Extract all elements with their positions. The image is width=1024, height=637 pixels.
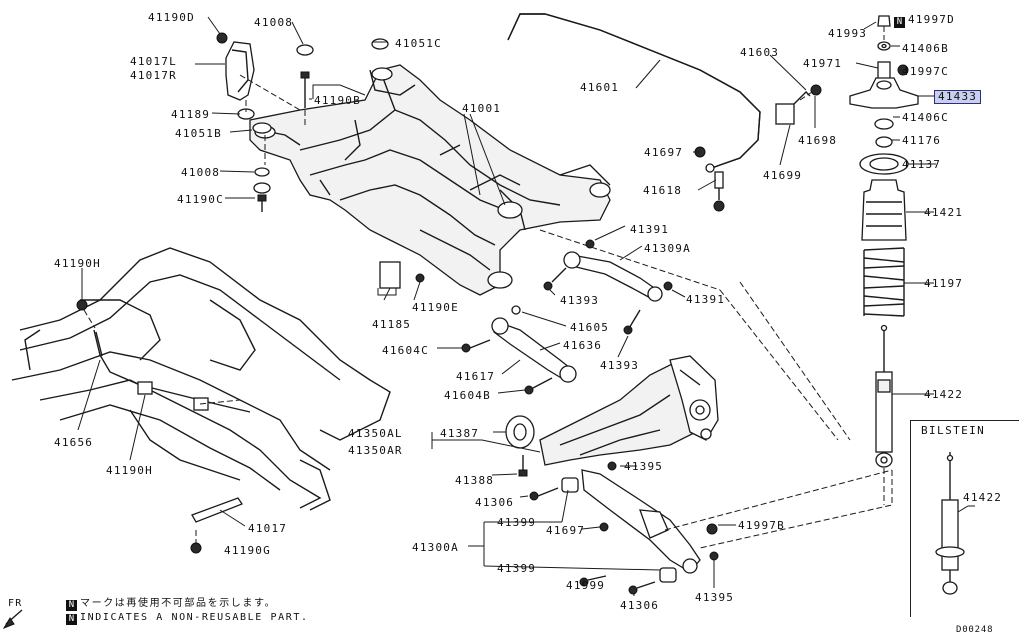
part-label[interactable]: 41017: [248, 522, 288, 535]
part-number-text: 41997D: [908, 13, 955, 26]
part-label[interactable]: 41617: [456, 370, 496, 383]
legend-text-japanese: マークは再使用不可部品を示します。: [80, 598, 277, 609]
part-label[interactable]: 41618: [643, 184, 683, 197]
part-label[interactable]: 41176: [902, 134, 942, 147]
part-label[interactable]: 41350AL: [348, 427, 403, 440]
part-label[interactable]: 41395: [695, 591, 735, 604]
part-label[interactable]: 41391: [686, 293, 726, 306]
part-label[interactable]: 41008: [181, 166, 221, 179]
part-label[interactable]: 41391: [630, 223, 670, 236]
part-label[interactable]: 41190D: [148, 11, 195, 24]
part-label[interactable]: 41190C: [177, 193, 224, 206]
part-label[interactable]: 41422: [963, 491, 1003, 504]
part-label[interactable]: 41190H: [106, 464, 153, 477]
part-label[interactable]: 41017L: [130, 55, 177, 68]
part-label[interactable]: 41008: [254, 16, 294, 29]
part-label[interactable]: 41137: [902, 158, 942, 171]
part-label[interactable]: 41350AR: [348, 444, 403, 457]
part-label[interactable]: 41406C: [902, 111, 949, 124]
part-label[interactable]: 41190E: [412, 301, 459, 314]
non-reusable-mark-icon: N: [66, 600, 77, 611]
part-label[interactable]: 41603: [740, 46, 780, 59]
bracket-41017: [190, 497, 246, 554]
strut-assembly: [849, 15, 936, 505]
rear-stabilizer: [507, 13, 822, 212]
lower-arm: [468, 469, 893, 596]
member-mount-parts: [195, 16, 506, 301]
part-label[interactable]: 41393: [560, 294, 600, 307]
part-label[interactable]: 41997C: [902, 65, 949, 78]
part-label[interactable]: 41604B: [444, 389, 491, 402]
crossmember: [249, 64, 611, 296]
non-reusable-mark-icon: N: [66, 614, 77, 625]
part-label[interactable]: 41309A: [644, 242, 691, 255]
part-label[interactable]: 41604C: [382, 344, 429, 357]
part-label[interactable]: 41999: [566, 579, 606, 592]
part-label[interactable]: 41399: [497, 516, 537, 529]
part-label[interactable]: 41406B: [902, 42, 949, 55]
upper-arms: [543, 225, 686, 358]
diagram-code: D00248: [956, 625, 994, 635]
front-direction-label: FR: [8, 598, 23, 609]
part-label[interactable]: 41656: [54, 436, 94, 449]
lower-links: [437, 305, 577, 395]
part-label[interactable]: 41017R: [130, 69, 177, 82]
part-label[interactable]: 41393: [600, 359, 640, 372]
bilstein-shock: [935, 452, 975, 595]
part-label[interactable]: 41388: [455, 474, 495, 487]
part-label[interactable]: 41051C: [395, 37, 442, 50]
bilstein-variant-box: [910, 420, 1019, 617]
part-label[interactable]: 41197: [924, 277, 964, 290]
rear-knuckle: [431, 355, 719, 477]
part-label[interactable]: 41601: [580, 81, 620, 94]
connector-lines: [539, 229, 851, 441]
part-label[interactable]: 41699: [763, 169, 803, 182]
part-label[interactable]: 41698: [798, 134, 838, 147]
part-label[interactable]: 41395: [624, 460, 664, 473]
part-label[interactable]: 41993: [828, 27, 868, 40]
subframe-sketch: [11, 247, 391, 511]
part-label[interactable]: 41001: [462, 102, 502, 115]
part-label[interactable]: 41190H: [54, 257, 101, 270]
highlighted-part-number[interactable]: 41433: [934, 90, 982, 104]
part-label[interactable]: 41697: [644, 146, 684, 159]
part-label[interactable]: 41387: [440, 427, 480, 440]
part-label[interactable]: 41971: [803, 57, 843, 70]
part-label[interactable]: 41422: [924, 388, 964, 401]
part-label[interactable]: 41190G: [224, 544, 271, 557]
part-label[interactable]: 41051B: [175, 127, 222, 140]
part-label[interactable]: 41306: [620, 599, 660, 612]
legend-text-english: INDICATES A NON-REUSABLE PART.: [80, 612, 309, 623]
non-reusable-mark-icon: N: [894, 17, 905, 28]
part-label[interactable]: 41421: [924, 206, 964, 219]
part-label[interactable]: 41605: [570, 321, 610, 334]
part-label[interactable]: 41300A: [412, 541, 459, 554]
part-label[interactable]: 41697: [546, 524, 586, 537]
part-label[interactable]: 41399: [497, 562, 537, 575]
bilstein-title: BILSTEIN: [921, 424, 986, 437]
part-label[interactable]: 41190B: [314, 94, 361, 107]
part-label[interactable]: 41185: [372, 318, 412, 331]
part-label[interactable]: 41189: [171, 108, 211, 121]
part-label[interactable]: 41997B: [738, 519, 785, 532]
part-label[interactable]: 41306: [475, 496, 515, 509]
part-label[interactable]: 41636: [563, 339, 603, 352]
fr-arrow-icon: [2, 609, 23, 630]
front-stabilizer: [76, 268, 251, 461]
